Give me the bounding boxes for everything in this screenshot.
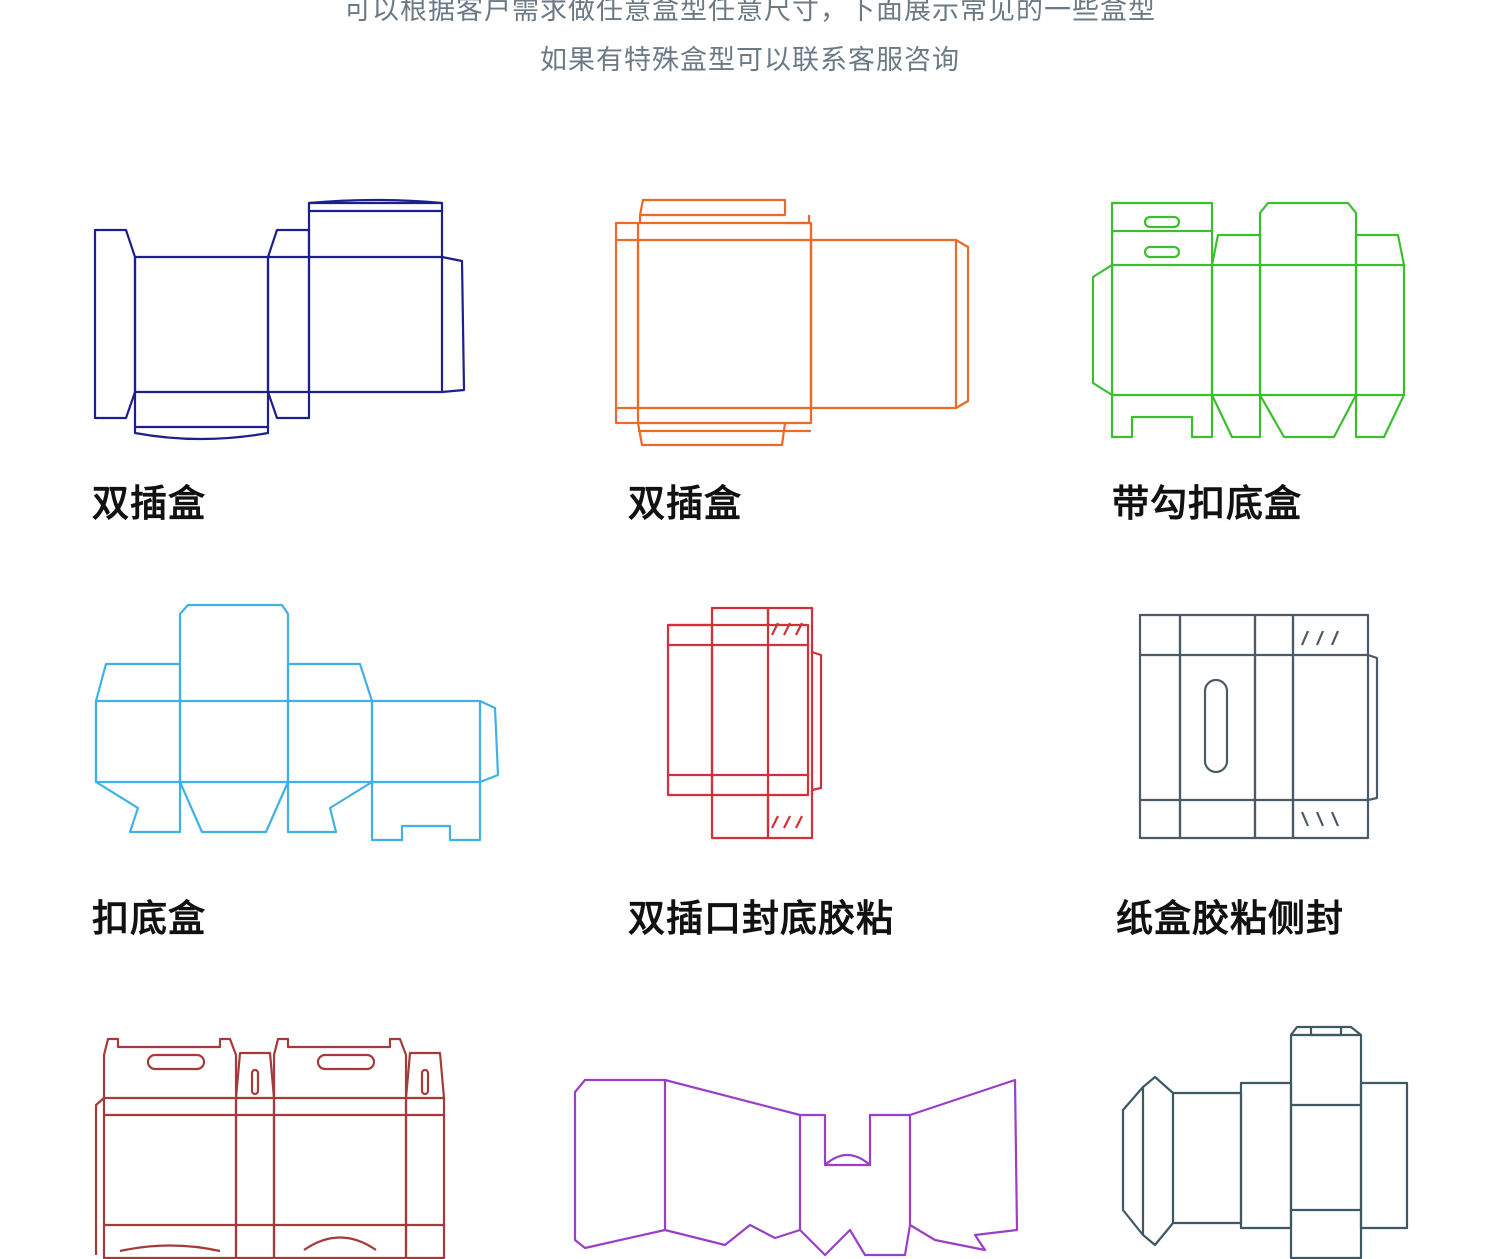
- box-card-double-insert-2: 双插盒: [610, 195, 1010, 525]
- box-label: 双插口封底胶粘: [628, 897, 894, 940]
- box-card-double-insert-1: 双插盒: [90, 195, 490, 525]
- box-label: 双插盒: [628, 482, 742, 525]
- box-label: 扣底盒: [92, 897, 206, 940]
- dieline-tuck-top: [1121, 1025, 1409, 1259]
- dieline-double-insert-1: [93, 198, 466, 441]
- box-label: 带勾扣底盒: [1112, 482, 1302, 525]
- dieline-glued-side-seal: [1138, 613, 1379, 840]
- box-label: 双插盒: [92, 482, 206, 525]
- box-card-handle-box: [90, 1025, 460, 1259]
- box-card-insert-glued-bottom: 双插口封底胶粘: [620, 600, 960, 940]
- dieline-insert-glued-bottom: [666, 606, 823, 840]
- intro-line-1: 可以根据客户需求做任意盒型任意尺寸，下面展示常见的一些盒型: [344, 0, 1156, 26]
- dieline-bow-box: [573, 1078, 1019, 1257]
- box-card-tuck-top: [1115, 1025, 1425, 1259]
- box-card-lock-bottom: 扣底盒: [90, 600, 510, 940]
- dieline-lock-bottom: [94, 603, 500, 842]
- intro-line-2: 如果有特殊盒型可以联系客服咨询: [540, 45, 960, 76]
- box-label: 纸盒胶粘侧封: [1116, 897, 1344, 940]
- box-card-hook-bottom: 带勾扣底盒: [1088, 195, 1428, 525]
- dieline-hook-bottom: [1091, 201, 1406, 439]
- box-card-bow-box: [565, 1070, 1035, 1259]
- dieline-double-insert-2: [614, 198, 970, 447]
- dieline-handle-box: [94, 1037, 446, 1259]
- box-card-glued-side-seal: 纸盒胶粘侧封: [1110, 600, 1430, 940]
